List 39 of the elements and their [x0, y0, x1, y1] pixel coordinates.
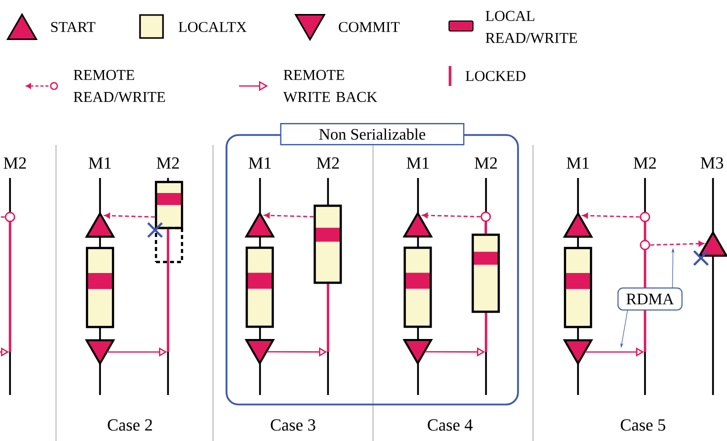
legend-label: REMOTE READ/WRITE	[74, 70, 165, 102]
circle-marker	[480, 212, 491, 222]
transaction-box	[86, 246, 114, 328]
arrow	[264, 212, 314, 218]
machine-label: M2	[634, 157, 656, 169]
transaction-box	[404, 246, 432, 328]
machine-label: M2	[474, 157, 497, 169]
case-label: Case 3	[270, 419, 316, 431]
circle-marker	[640, 212, 650, 222]
arrow	[422, 212, 481, 218]
circle-marker	[640, 240, 650, 250]
machine-label: M1	[406, 157, 429, 169]
machine-label: M1	[566, 157, 589, 169]
legend-label: COMMIT	[338, 22, 400, 32]
circle-marker	[4, 212, 16, 222]
legend-label: LOCAL READ/WRITE	[486, 10, 577, 44]
case-label: Case 4	[428, 419, 473, 431]
arrow	[650, 240, 704, 246]
case-label: Case 2	[108, 419, 152, 431]
transaction-box	[246, 246, 274, 328]
transaction-box	[314, 204, 342, 284]
label-box: RDMA	[618, 288, 682, 310]
machine-label: M1	[88, 157, 111, 169]
machine-label: M1	[248, 157, 271, 169]
case-label: Case 5	[620, 419, 666, 431]
transaction-box	[154, 180, 184, 230]
locked-line	[484, 222, 487, 234]
machine-label: M2	[316, 157, 339, 169]
transaction-box	[564, 246, 592, 328]
arrow	[104, 212, 155, 218]
transaction-box	[472, 234, 500, 313]
legend-label: LOCKED	[466, 70, 526, 82]
legend-label: START	[51, 22, 96, 32]
transaction-box	[154, 226, 184, 264]
legend-label: REMOTE WRITE BACK	[283, 70, 378, 102]
legend-label: LOCALTX	[178, 22, 247, 32]
arrow	[582, 212, 640, 218]
machine-label: M2	[4, 157, 26, 169]
machine-label: M3	[700, 157, 724, 169]
